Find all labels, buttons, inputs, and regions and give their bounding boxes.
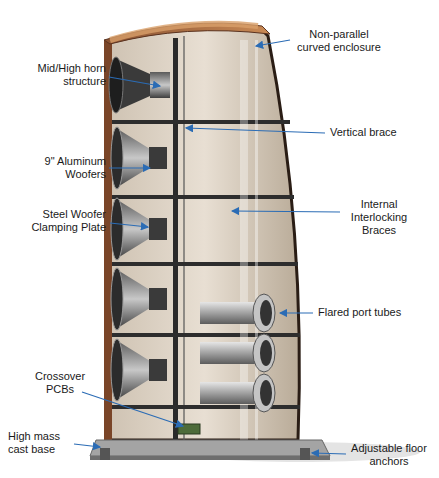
part-label: Steel Woofer Clamping Plate [14,208,106,234]
part-label: Non-parallel curved enclosure [294,28,384,54]
part-label: Adjustable floor anchors [350,442,428,468]
part-label: Mid/High horn structure [20,62,106,88]
part-label: Crossover PCBs [30,370,90,396]
part-label: 9" Aluminum Woofers [20,155,106,181]
part-label: Internal Interlocking Braces [343,198,415,237]
part-label: Vertical brace [330,126,430,139]
part-label: High mass cast base [8,430,72,456]
part-label: Flared port tubes [318,306,433,319]
